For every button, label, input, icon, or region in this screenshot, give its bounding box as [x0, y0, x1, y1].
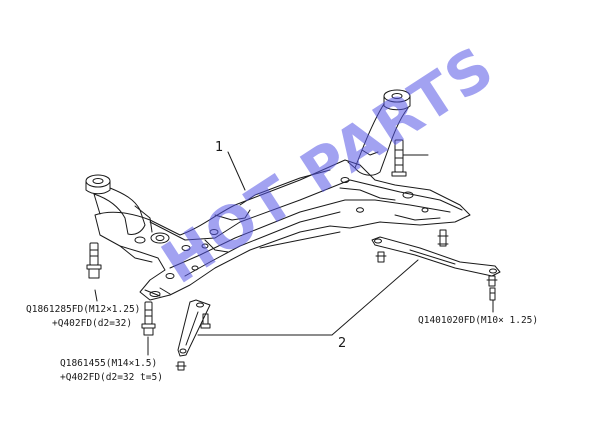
left-bolt: [86, 242, 102, 279]
right-bolt-spec: Q1401020FD(M10× 1.25): [418, 315, 539, 326]
right-mount-tower: [347, 89, 411, 176]
lower-bolt-spec: Q1861455(M14×1.5): [60, 358, 158, 369]
left-mount-tower: [85, 174, 153, 235]
callout-part-1: 1: [215, 140, 224, 155]
leader-lines: [94, 151, 494, 356]
lower-bolt: [141, 301, 156, 336]
lower-bolt-washer: +Q402FD(d2=32 t=5): [60, 372, 163, 383]
left-bolt-spec: Q1861285FD(M12×1.25): [26, 304, 141, 315]
top-bolt: [391, 139, 429, 177]
subframe-body: [94, 159, 471, 301]
lower-bracket: [177, 299, 211, 357]
left-bolt-washer: +Q402FD(d2=32): [52, 318, 133, 329]
callout-part-2: 2: [338, 336, 347, 351]
right-bracket: [371, 236, 501, 277]
